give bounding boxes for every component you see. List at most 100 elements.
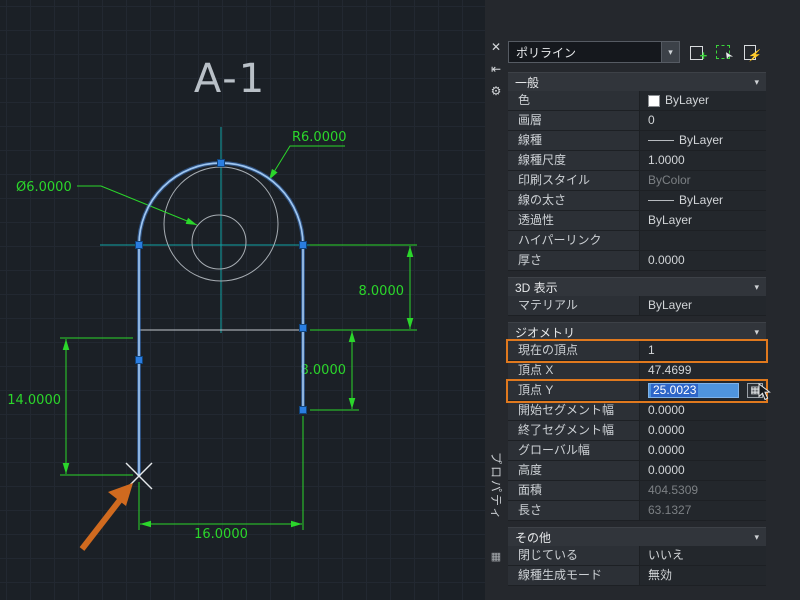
toggle-pickadd-icon[interactable]: + bbox=[687, 42, 707, 62]
property-value[interactable]: 0.0000 bbox=[640, 401, 766, 420]
dim-right-upper[interactable]: 8.0000 bbox=[359, 284, 405, 299]
property-row-layer: 画層 0 bbox=[508, 111, 766, 131]
property-row-vertex-x: 頂点 X 47.4699 bbox=[508, 361, 766, 381]
property-value[interactable]: ByLayer bbox=[640, 211, 766, 230]
close-icon[interactable]: ✕ bbox=[490, 40, 502, 54]
section-title: 3D 表示 bbox=[515, 280, 558, 295]
section-header-3d[interactable]: 3D 表示 ▾ bbox=[508, 277, 766, 296]
vertex-y-input[interactable]: 25.0023 bbox=[648, 383, 739, 398]
palette-rail: ✕ ⇤ ⚙ プロパティ ▦ bbox=[485, 0, 507, 600]
palette-grid-icon: ▦ bbox=[490, 551, 502, 563]
drawing-svg: A-1 bbox=[7, 56, 417, 551]
property-value[interactable] bbox=[640, 231, 766, 250]
property-label: 画層 bbox=[508, 111, 640, 130]
property-value[interactable]: 0.0000 bbox=[640, 461, 766, 480]
dimensions[interactable] bbox=[60, 145, 417, 530]
quickselect-bolt: ⚡ bbox=[747, 50, 761, 62]
property-value[interactable]: いいえ bbox=[640, 546, 766, 565]
chevron-up-icon[interactable]: ▾ bbox=[754, 326, 759, 337]
property-label: 長さ bbox=[508, 501, 640, 520]
property-label: 線種尺度 bbox=[508, 151, 640, 170]
property-label: 線種生成モード bbox=[508, 566, 640, 585]
property-label: 高度 bbox=[508, 461, 640, 480]
dim-bottom[interactable]: 16.0000 bbox=[194, 527, 248, 542]
property-label: 開始セグメント幅 bbox=[508, 401, 640, 420]
property-row-closed: 閉じている いいえ bbox=[508, 546, 766, 566]
property-row-linetype-gen: 線種生成モード 無効 bbox=[508, 566, 766, 586]
chevron-up-icon[interactable]: ▾ bbox=[754, 531, 759, 542]
palette-content: ポリライン ▾ + ➤ ⚡ 一般 ▾ bbox=[508, 40, 771, 586]
value-text: 0.0000 bbox=[648, 443, 685, 457]
property-label: 終了セグメント幅 bbox=[508, 421, 640, 440]
property-value[interactable]: 47.4699 bbox=[640, 361, 766, 380]
value-text: 0.0000 bbox=[648, 463, 685, 477]
palette-tab-properties[interactable]: プロパティ bbox=[489, 452, 503, 522]
property-value[interactable]: ByLayer bbox=[640, 91, 766, 110]
value-text: 404.5309 bbox=[648, 483, 699, 497]
value-text: 0 bbox=[648, 113, 655, 127]
property-row-end-width: 終了セグメント幅 0.0000 bbox=[508, 421, 766, 441]
section-header-geometry[interactable]: ジオメトリ ▾ bbox=[508, 322, 766, 341]
selection-box bbox=[716, 45, 730, 59]
dim-left[interactable]: 14.0000 bbox=[7, 393, 61, 408]
property-row-linetype: 線種 ByLayer bbox=[508, 131, 766, 151]
property-label: 頂点 X bbox=[508, 361, 640, 380]
value-text: ByLayer bbox=[648, 213, 693, 227]
value-text: 1 bbox=[648, 343, 655, 357]
property-label: 頂点 Y bbox=[508, 381, 640, 400]
object-type-dropdown[interactable]: ポリライン ▾ bbox=[508, 41, 680, 63]
property-value[interactable]: 0.0000 bbox=[640, 441, 766, 460]
property-label: 現在の頂点 bbox=[508, 341, 640, 360]
property-row-plotstyle: 印刷スタイル ByColor bbox=[508, 171, 766, 191]
section-title: 一般 bbox=[515, 75, 540, 90]
section-header-other[interactable]: その他 ▾ bbox=[508, 527, 766, 546]
section-title: その他 bbox=[515, 530, 552, 545]
value-text: 1.0000 bbox=[648, 153, 685, 167]
grip-points[interactable] bbox=[135, 159, 307, 414]
property-row-color: 色 ByLayer bbox=[508, 91, 766, 111]
property-value[interactable]: ByLayer bbox=[640, 191, 766, 210]
property-label: 線種 bbox=[508, 131, 640, 150]
property-value[interactable]: 1.0000 bbox=[640, 151, 766, 170]
drawing-canvas[interactable]: A-1 bbox=[0, 0, 485, 600]
color-value-text: ByLayer bbox=[665, 93, 710, 107]
property-label: ハイパーリンク bbox=[508, 231, 640, 250]
value-text: 0.0000 bbox=[648, 403, 685, 417]
property-value[interactable]: ByLayer bbox=[640, 131, 766, 150]
chevron-up-icon[interactable]: ▾ bbox=[754, 281, 759, 292]
value-text: 0.0000 bbox=[648, 253, 685, 267]
dim-diameter[interactable]: Ø6.0000 bbox=[16, 180, 72, 195]
centerlines[interactable] bbox=[100, 127, 343, 333]
property-value[interactable]: 1 bbox=[640, 341, 766, 360]
value-text: 0.0000 bbox=[648, 423, 685, 437]
property-value[interactable]: 0 bbox=[640, 111, 766, 130]
property-value[interactable]: 無効 bbox=[640, 566, 766, 585]
property-value[interactable]: 25.0023 ▦ bbox=[640, 381, 766, 400]
quick-select-icon[interactable]: ⚡ bbox=[741, 42, 761, 62]
property-row-lineweight: 線の太さ ByLayer bbox=[508, 191, 766, 211]
dim-right-lower[interactable]: 8.0000 bbox=[301, 363, 347, 378]
settings-icon[interactable]: ⚙ bbox=[490, 84, 502, 98]
value-text: 47.4699 bbox=[648, 363, 692, 377]
chevron-up-icon[interactable]: ▾ bbox=[754, 76, 759, 87]
property-row-thickness: 厚さ 0.0000 bbox=[508, 251, 766, 271]
property-label: グローバル幅 bbox=[508, 441, 640, 460]
property-row-elevation: 高度 0.0000 bbox=[508, 461, 766, 481]
property-value: 63.1327 bbox=[640, 501, 766, 520]
autohide-icon[interactable]: ⇤ bbox=[490, 62, 502, 76]
section-header-general[interactable]: 一般 ▾ bbox=[508, 72, 766, 91]
chevron-down-icon[interactable]: ▾ bbox=[661, 42, 679, 62]
property-row-vertex-y: 頂点 Y 25.0023 ▦ bbox=[508, 381, 771, 401]
section-title: ジオメトリ bbox=[515, 325, 576, 340]
quickselect-doc bbox=[744, 45, 756, 60]
value-text: ByColor bbox=[648, 173, 691, 187]
property-value[interactable]: 0.0000 bbox=[640, 251, 766, 270]
property-value[interactable]: ByLayer bbox=[640, 296, 766, 315]
property-row-global-width: グローバル幅 0.0000 bbox=[508, 441, 766, 461]
property-row-current-vertex: 現在の頂点 1 bbox=[508, 341, 766, 361]
property-value: ByColor bbox=[640, 171, 766, 190]
select-objects-icon[interactable]: ➤ bbox=[714, 42, 736, 62]
dim-radius[interactable]: R6.0000 bbox=[292, 130, 347, 145]
properties-palette: ✕ ⇤ ⚙ プロパティ ▦ ポリライン ▾ + ➤ bbox=[485, 0, 800, 600]
property-value[interactable]: 0.0000 bbox=[640, 421, 766, 440]
